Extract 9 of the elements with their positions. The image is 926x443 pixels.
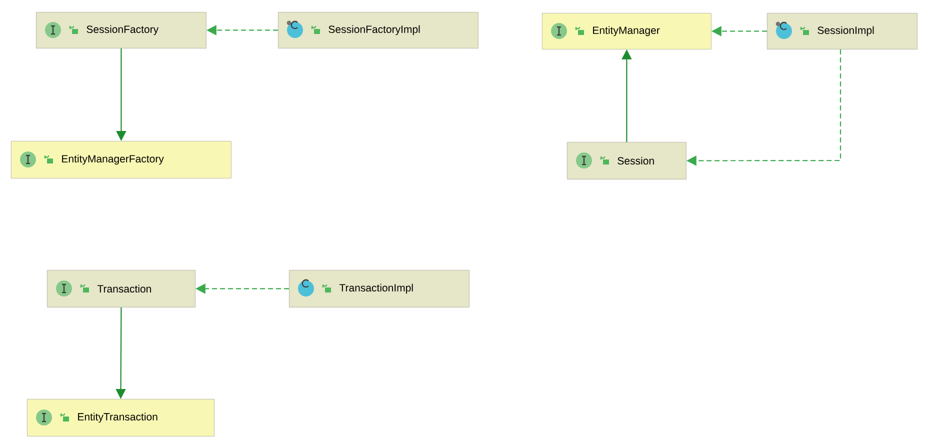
class-box: SessionFactory (36, 12, 206, 48)
class-box: SessionFactoryImpl (278, 12, 478, 48)
class-box: Transaction (47, 270, 196, 308)
class-box: EntityTransaction (27, 399, 214, 436)
class-box: Session (567, 142, 686, 180)
class-box: EntityManager (542, 13, 712, 50)
class-box: SessionImpl (767, 13, 918, 50)
class-box: EntityManagerFactory (11, 141, 232, 178)
class-box: TransactionImpl (289, 270, 470, 308)
